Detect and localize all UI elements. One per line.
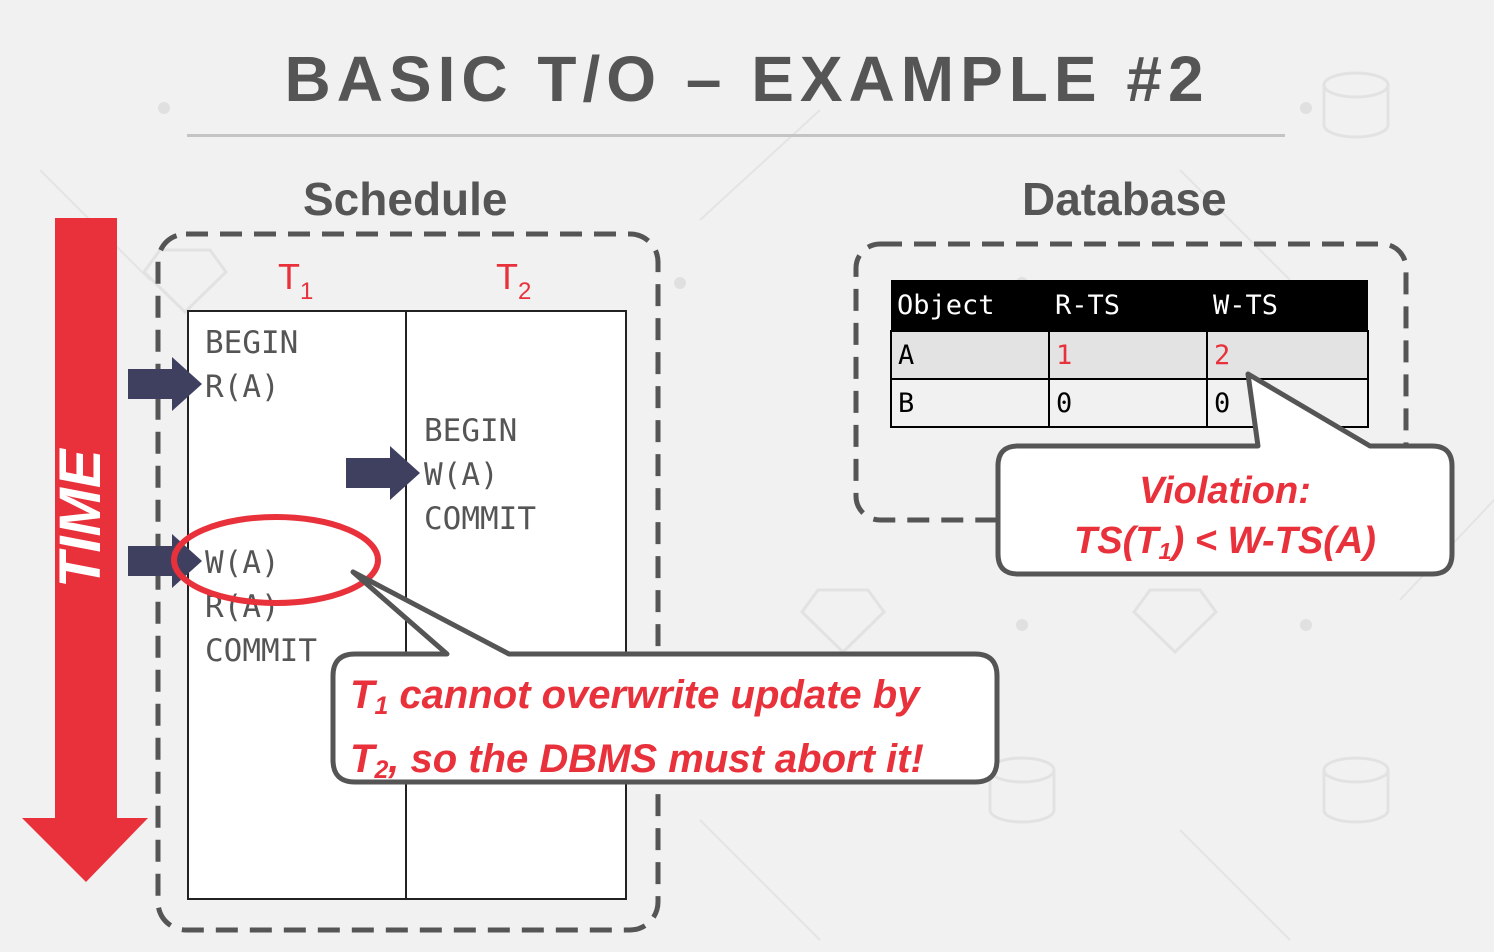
t2-op-write-a: W(A) [424, 457, 499, 493]
violation-callout: Violation: TS(T1) < W-TS(A) [998, 466, 1452, 576]
title-divider [187, 134, 1285, 137]
table-row: A 1 2 [890, 330, 1369, 380]
t1-op-read-a: R(A) [205, 369, 280, 405]
highlight-ellipse [171, 514, 381, 606]
violation-line-1: Violation: [1139, 470, 1311, 512]
row-a-wts: 2 [1206, 330, 1369, 380]
slide-title: BASIC T/O – EXAMPLE #2 [284, 43, 1210, 115]
t1-op-commit: COMMIT [205, 633, 317, 669]
row-a-object: A [890, 330, 1050, 380]
t2-header: T2 [496, 256, 532, 305]
timestamp-table: Object R-TS W-TS A 1 2 B 0 0 [890, 280, 1369, 428]
violation-line-2: TS(T1) < W-TS(A) [1074, 520, 1376, 564]
t1-header: T1 [278, 256, 314, 305]
abort-callout: T1 cannot overwrite update by T2, so the… [350, 669, 990, 797]
col-header-object: Object [891, 280, 1049, 331]
col-header-rts: R-TS [1049, 280, 1207, 331]
t1-op-begin: BEGIN [205, 325, 299, 361]
time-label: TIME [48, 449, 113, 588]
abort-line-2: T2, so the DBMS must abort it! [350, 737, 924, 785]
time-arrow [22, 218, 148, 882]
t2-op-begin: BEGIN [424, 413, 518, 449]
row-b-rts: 0 [1048, 378, 1208, 428]
schedule-container [155, 231, 661, 933]
schedule-heading: Schedule [303, 173, 508, 225]
violation-callout-bubble [995, 371, 1455, 577]
t1-op-write-a: W(A) [205, 545, 280, 581]
table-header-row: Object R-TS W-TS [891, 280, 1368, 331]
step-arrow-2 [346, 446, 420, 500]
row-a-rts: 1 [1048, 330, 1208, 380]
table-row: B 0 0 [890, 378, 1369, 428]
abort-callout-bubble [330, 569, 1000, 785]
t2-op-commit: COMMIT [424, 501, 536, 537]
database-heading: Database [1022, 173, 1227, 225]
step-arrow-1 [128, 357, 202, 411]
col-header-wts: W-TS [1207, 280, 1368, 331]
row-b-object: B [890, 378, 1050, 428]
abort-line-1: T1 cannot overwrite update by [350, 673, 920, 721]
